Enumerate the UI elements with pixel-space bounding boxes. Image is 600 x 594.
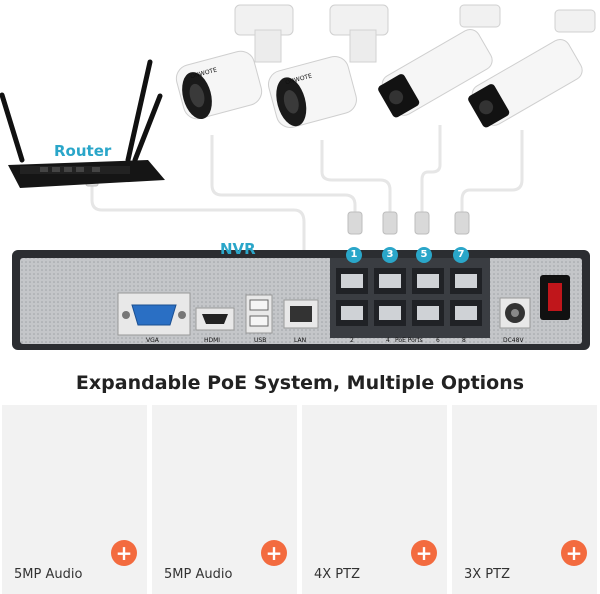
- router-label: Router: [54, 142, 112, 160]
- port-number-badge: 3: [382, 247, 398, 263]
- camera-options-row: + 5MP Audio + 5MP Audio + 4X PTZ + 3X PT…: [0, 405, 600, 594]
- plus-icon[interactable]: +: [411, 540, 437, 566]
- option-label: 3X PTZ: [464, 567, 510, 582]
- router-icon: [0, 59, 165, 188]
- port-number-badge: 1: [346, 247, 362, 263]
- port-number-badge: 5: [416, 247, 432, 263]
- poe-port-number: 4: [386, 337, 390, 344]
- plus-icon[interactable]: +: [561, 540, 587, 566]
- headline: Expandable PoE System, Multiple Options: [75, 372, 525, 394]
- poe-port-number: 6: [436, 337, 440, 344]
- option-label: 4X PTZ: [314, 567, 360, 582]
- top-camera-3-icon: [378, 4, 501, 118]
- cables: [90, 125, 524, 262]
- option-tile-dome[interactable]: + 5MP Audio: [152, 405, 297, 594]
- nvr-device-icon: [12, 250, 590, 350]
- option-label: 5MP Audio: [164, 567, 233, 582]
- top-camera-2-icon: [268, 4, 389, 128]
- top-camera-1-icon: [175, 4, 294, 120]
- hdmi-port-label: HDMI: [204, 337, 221, 344]
- poe-port-number: 2: [350, 337, 354, 344]
- vga-port-label: VGA: [146, 337, 159, 344]
- plus-icon[interactable]: +: [111, 540, 137, 566]
- top-camera-4-icon: [468, 9, 596, 128]
- option-tile-ptz-bullet[interactable]: + 4X PTZ: [302, 405, 447, 594]
- option-label: 5MP Audio: [14, 567, 83, 582]
- plus-icon[interactable]: +: [261, 540, 287, 566]
- option-tile-mini-dome[interactable]: + 3X PTZ: [452, 405, 597, 594]
- nvr-label: NVR: [220, 240, 256, 258]
- port-number-badge: 7: [453, 247, 469, 263]
- dc-power-label: DC48V: [503, 337, 524, 344]
- poe-port-number: 8: [462, 337, 466, 344]
- poe-ports-label: PoE Ports: [395, 337, 423, 344]
- option-tile-bullet[interactable]: + 5MP Audio: [2, 405, 147, 594]
- usb-port-label: USB: [254, 337, 267, 344]
- lan-port-label: LAN: [294, 337, 307, 344]
